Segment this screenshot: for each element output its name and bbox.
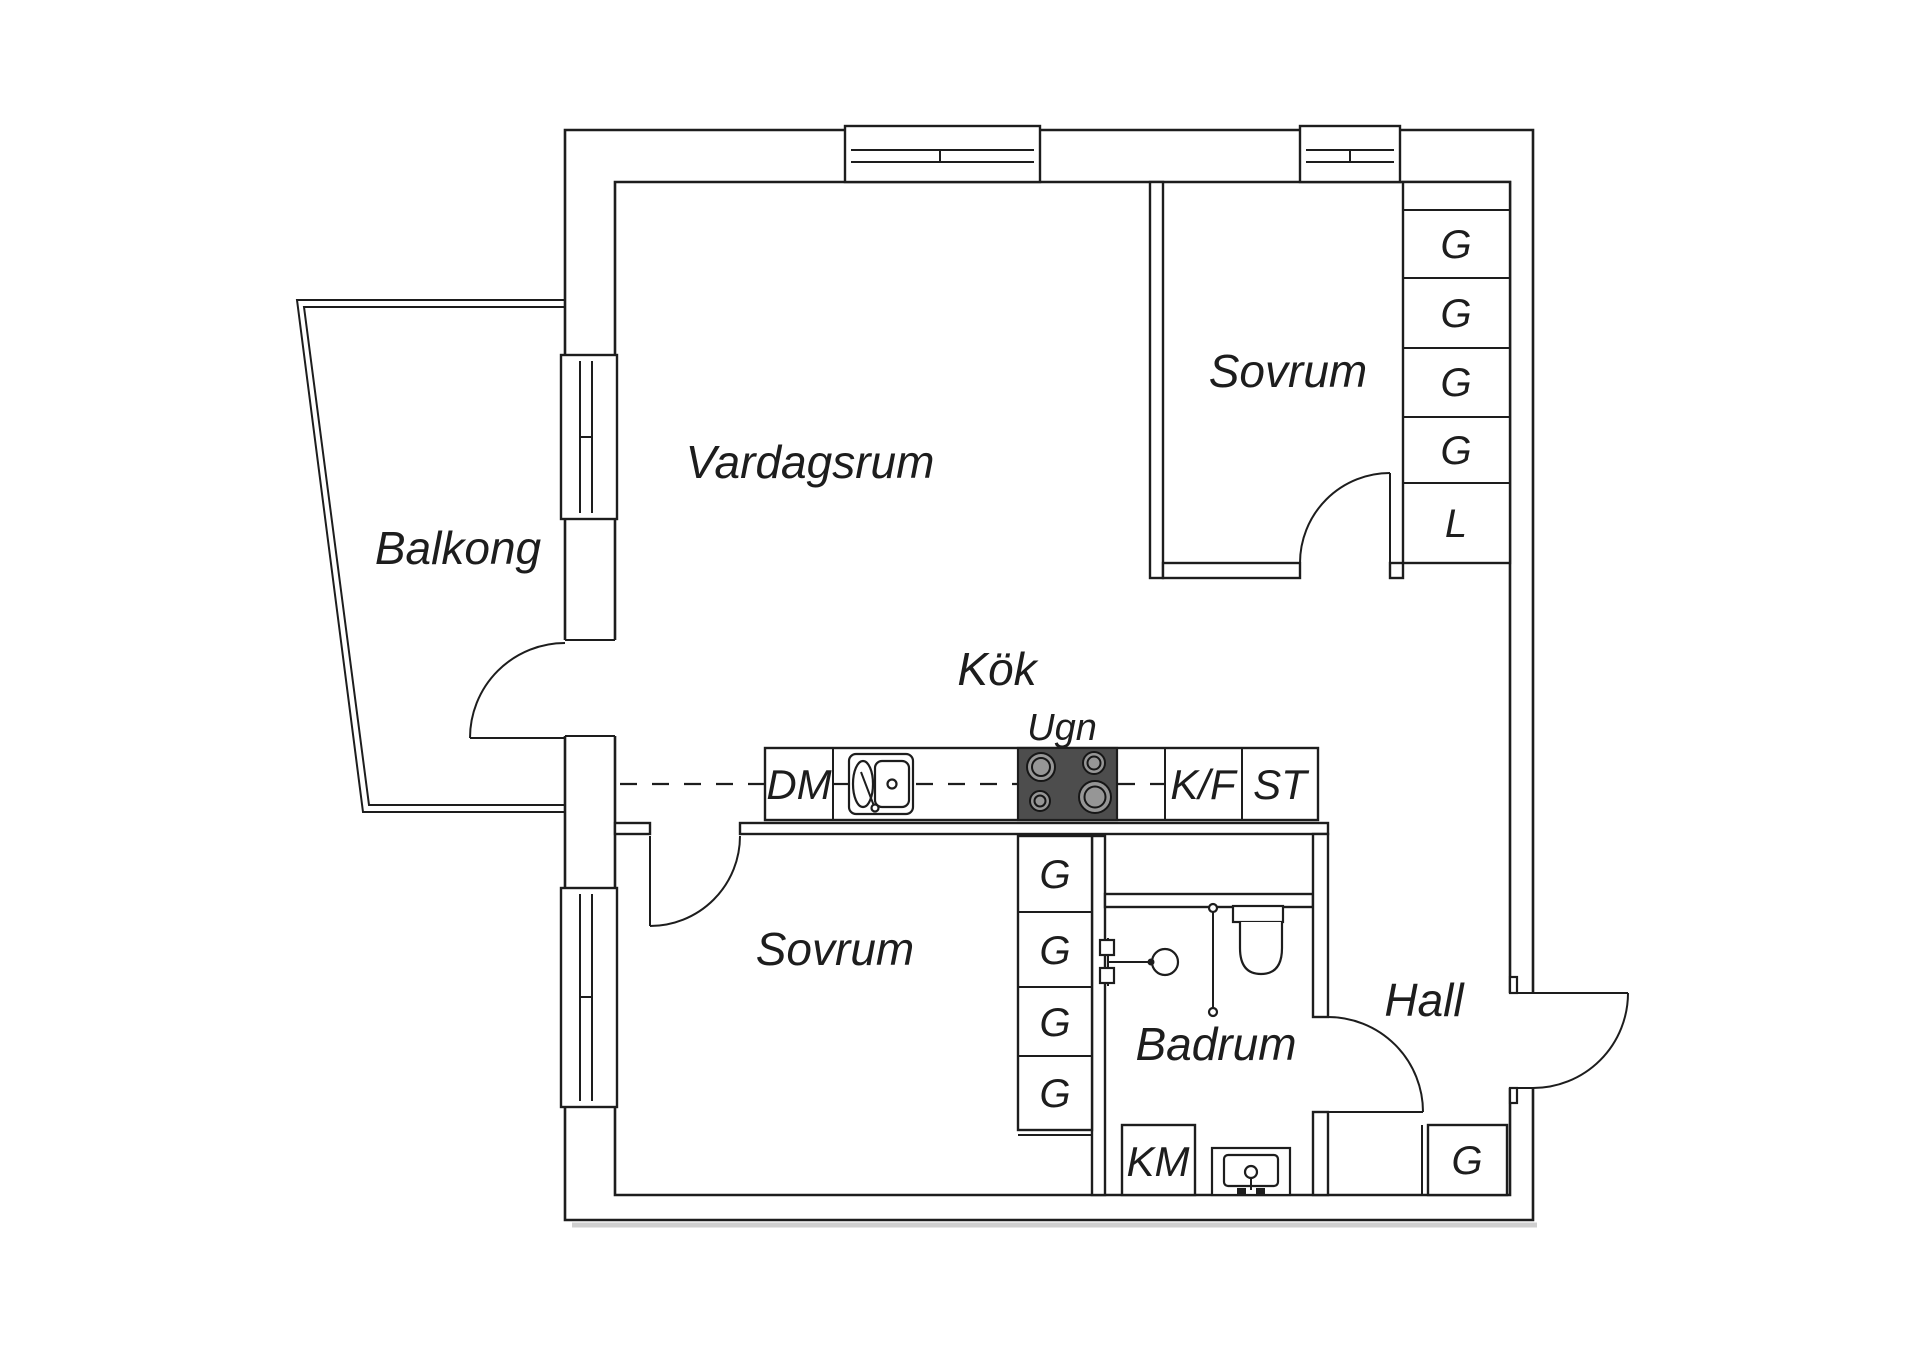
label-linen-closet: L xyxy=(1445,502,1467,546)
label-oven: Ugn xyxy=(1027,707,1097,749)
label-bedroom-top: Sovrum xyxy=(1209,345,1367,397)
label-balcony: Balkong xyxy=(375,522,542,574)
balcony-outline xyxy=(295,299,565,813)
label-wardrobe-bl-4: G xyxy=(1039,1072,1070,1116)
balcony-door xyxy=(469,642,566,739)
label-bathroom: Badrum xyxy=(1135,1018,1296,1070)
label-kitchen: Kök xyxy=(957,643,1038,695)
washer-box xyxy=(1120,1123,1197,1197)
label-fridge-freezer: K/F xyxy=(1170,761,1238,808)
label-tall-cabinet: ST xyxy=(1253,761,1310,808)
doors xyxy=(469,472,1629,1113)
label-wardrobe-bl-3: G xyxy=(1039,1001,1070,1045)
wall-openings xyxy=(561,639,1533,1105)
stove-icon xyxy=(1016,746,1119,822)
labels: Vardagsrum Sovrum Balkong Kök Ugn DM K/F… xyxy=(375,223,1483,1185)
bathroom-door xyxy=(1327,1016,1424,1113)
label-wardrobe-tr-3: G xyxy=(1440,361,1471,405)
bedroom-top-door xyxy=(1299,472,1391,564)
label-bedroom-bottom: Sovrum xyxy=(756,923,914,975)
bedroom-bottom-door xyxy=(649,835,741,927)
closet-column-bottom xyxy=(1016,834,1094,1136)
kitchen-counter xyxy=(620,746,1320,822)
window-bedroom-top xyxy=(1298,124,1402,184)
closet-column-top-right xyxy=(1401,180,1512,565)
basin-icon xyxy=(1210,1146,1292,1197)
label-wardrobe-bl-1: G xyxy=(1039,853,1070,897)
windows xyxy=(559,124,1402,1109)
bathroom-fixtures xyxy=(1098,902,1292,1197)
label-wardrobe-bl-2: G xyxy=(1039,929,1070,973)
label-hall: Hall xyxy=(1384,974,1465,1026)
toilet-icon xyxy=(1231,904,1285,976)
label-living-room: Vardagsrum xyxy=(686,436,935,488)
closet-hall xyxy=(1421,1123,1509,1197)
window-left-bedroom xyxy=(559,886,619,1109)
window-left-living-room xyxy=(559,353,619,521)
interior-walls xyxy=(613,180,1405,1197)
label-dishwasher: DM xyxy=(766,761,831,808)
label-wardrobe-tr-2: G xyxy=(1440,292,1471,336)
label-wardrobe-tr-1: G xyxy=(1440,223,1471,267)
shower-screen-icon xyxy=(1207,902,1219,1018)
label-washer: KM xyxy=(1127,1138,1190,1185)
entrance-door xyxy=(1532,992,1629,1089)
window-living-room xyxy=(843,124,1042,184)
shower-mixer-icon xyxy=(1098,938,1180,986)
label-wardrobe-hall: G xyxy=(1451,1139,1482,1183)
kitchen-sink-icon xyxy=(847,752,915,816)
label-wardrobe-tr-4: G xyxy=(1440,429,1471,473)
